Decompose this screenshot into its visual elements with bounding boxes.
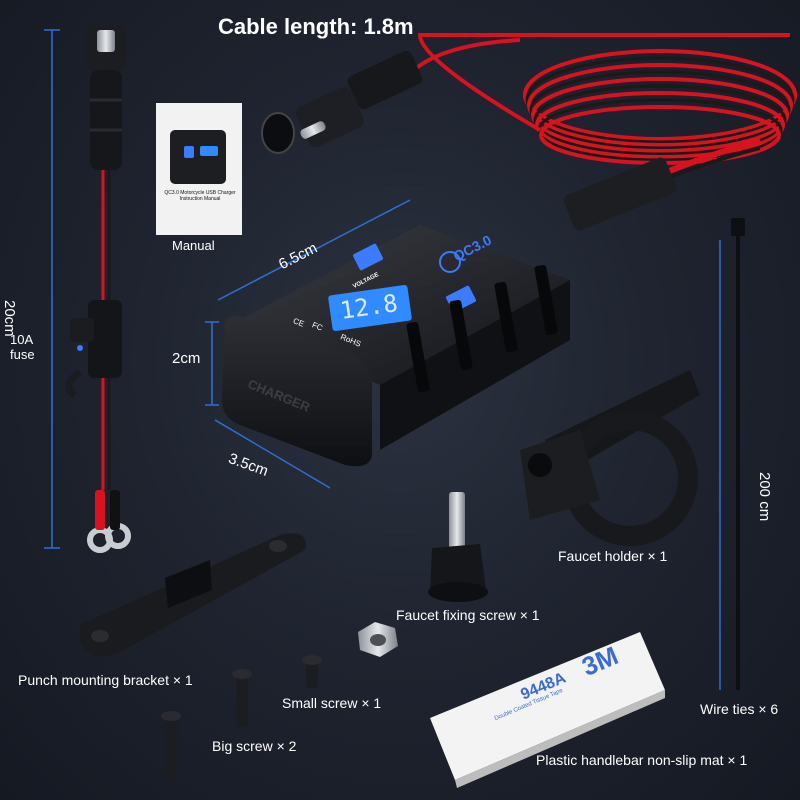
sae-connector-top xyxy=(261,50,423,154)
faucet-fixing-screw xyxy=(428,492,488,602)
coiled-cable xyxy=(403,33,797,165)
non-slip-mat-label: Plastic handlebar non-slip mat × 1 xyxy=(536,752,748,768)
fuse-label: 10A fuse xyxy=(10,332,35,362)
big-screw-label: Big screw × 2 xyxy=(212,738,297,754)
manual-booklet xyxy=(156,103,242,235)
small-screw-label: Small screw × 1 xyxy=(282,695,382,711)
hex-nut xyxy=(358,622,398,657)
dim-line-20cm xyxy=(44,29,60,549)
punch-bracket xyxy=(80,533,306,657)
wire-ties-label: Wire ties × 6 xyxy=(700,701,779,717)
screws xyxy=(161,655,322,779)
manual-booklet-title: QC3.0 Motorcycle USB Charger Instruction… xyxy=(164,190,236,202)
non-slip-mat xyxy=(430,632,665,788)
fuse-label-line2: fuse xyxy=(10,347,35,362)
device-dim-lines xyxy=(205,199,411,489)
charger-device xyxy=(222,225,570,467)
faucet-holder xyxy=(520,370,700,546)
punch-bracket-label: Punch mounting bracket × 1 xyxy=(18,672,193,688)
manual-label: Manual xyxy=(172,238,215,253)
dim-label-2cm: 2cm xyxy=(172,350,201,367)
wire-tie xyxy=(719,218,745,690)
dim-label-20cm: 20cm xyxy=(1,300,18,337)
cable-length-label: Cable length: 1.8m xyxy=(218,14,414,39)
faucet-holder-label: Faucet holder × 1 xyxy=(558,548,668,564)
fuse-label-line1: 10A xyxy=(10,332,34,347)
device-cable xyxy=(563,137,761,231)
faucet-fixing-screw-label: Faucet fixing screw × 1 xyxy=(396,607,540,623)
fuse-pigtail xyxy=(65,26,131,553)
dim-label-200cm: 200 cm xyxy=(756,472,773,522)
